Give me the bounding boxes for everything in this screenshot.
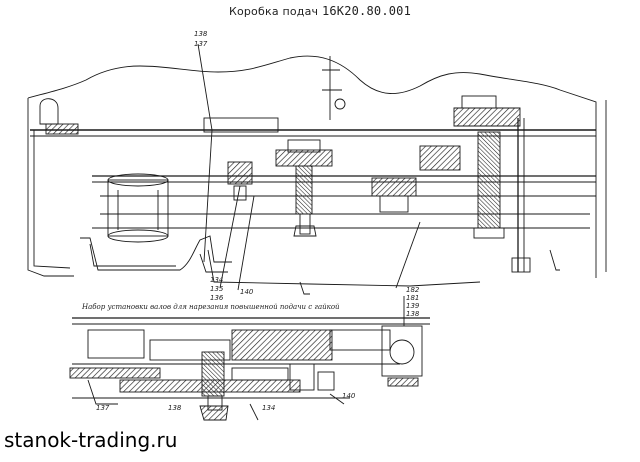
ref-right-1: 182 <box>406 286 420 294</box>
ref-right-2: 181 <box>406 294 419 302</box>
ref-bottom-3: 134 <box>262 404 275 412</box>
lower-right-hub <box>381 325 423 377</box>
ref-bottom-2: 138 <box>168 404 182 412</box>
drawing-title: Коробка подач 16К20.80.001 <box>0 4 640 18</box>
ref-left-1: 134 <box>210 276 223 284</box>
ref-bottom-4: 140 <box>342 392 356 400</box>
ref-top-1: 138 <box>194 30 208 38</box>
ref-top-2: 137 <box>194 40 208 48</box>
left-cylinder <box>107 179 169 237</box>
left-bracket <box>27 98 74 277</box>
lower-left-cylinder <box>87 329 145 359</box>
ref-bottom-1: 137 <box>96 404 110 412</box>
housing-outline <box>27 55 597 118</box>
ref-right-3: 139 <box>406 302 420 310</box>
watermark: stanok-trading.ru <box>4 428 178 452</box>
ref-mid: 140 <box>240 288 254 296</box>
lower-guard <box>80 235 232 271</box>
ref-right-4: 138 <box>406 310 420 318</box>
title-code: 16К20.80.001 <box>321 4 412 18</box>
right-vertical-shaft <box>477 131 501 229</box>
title-text: Коробка подач <box>228 5 319 18</box>
section-caption: Набор установки валов для нарезания повы… <box>82 303 340 311</box>
ref-left-3: 136 <box>210 294 224 302</box>
ref-left-2: 135 <box>210 285 224 293</box>
right-gear-block <box>371 177 417 197</box>
